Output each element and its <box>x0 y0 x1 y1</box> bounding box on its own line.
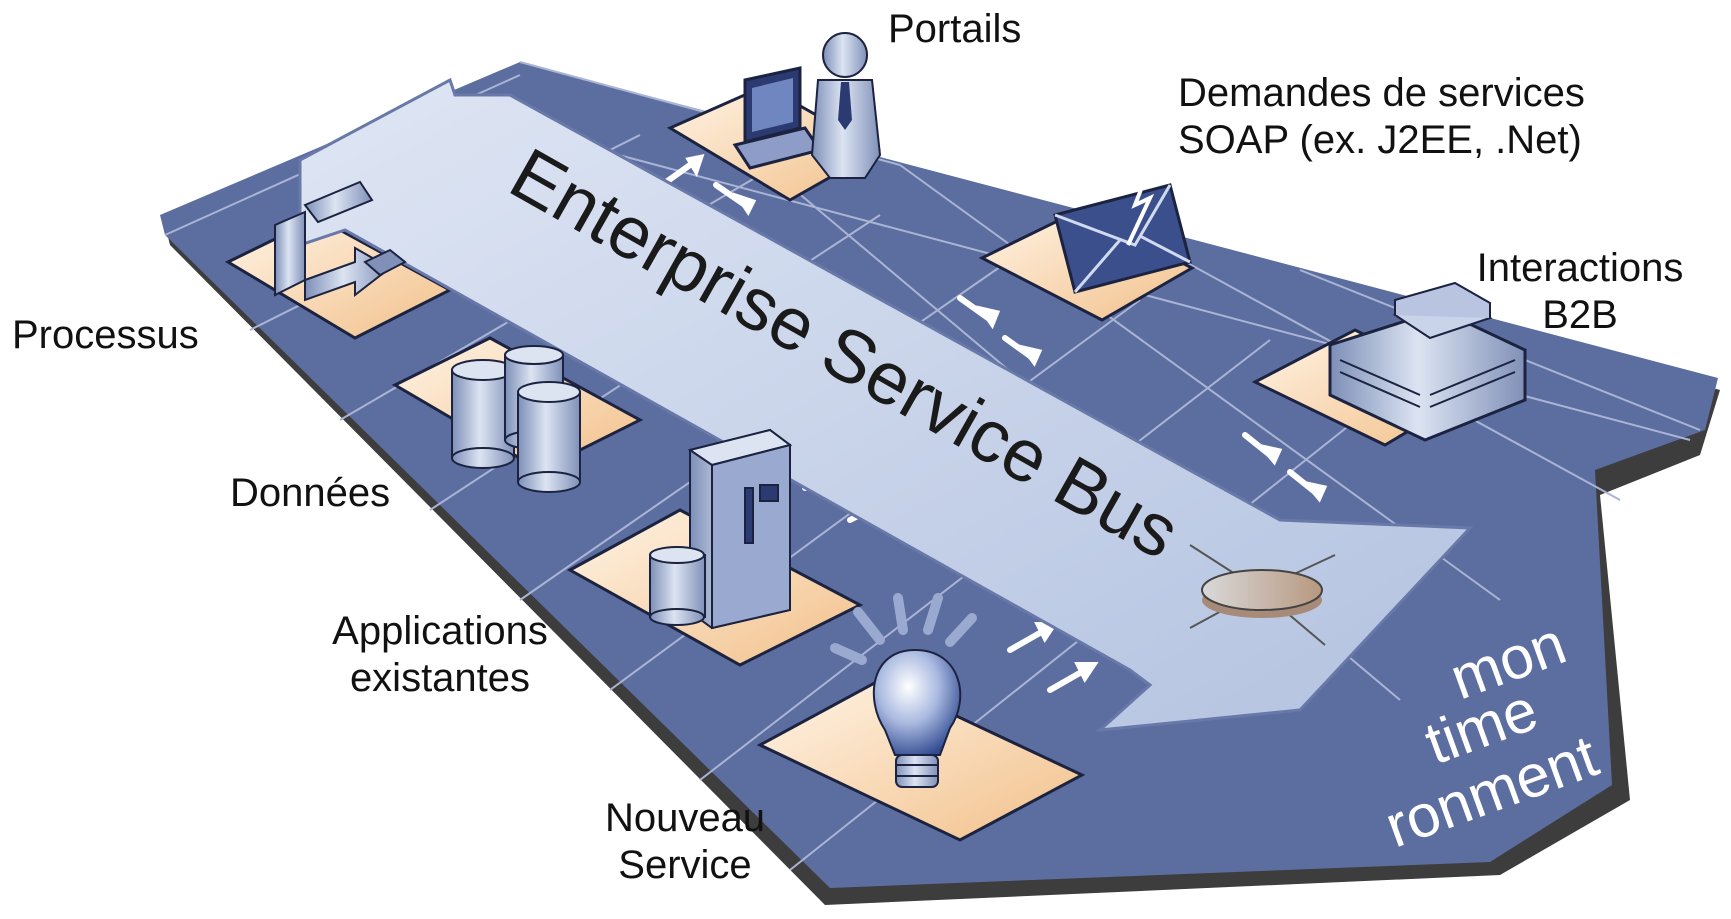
label-nouveau-line1: Nouveau <box>604 796 766 840</box>
label-applications-line2: existantes <box>349 656 531 701</box>
arrows-nouveau <box>1007 622 1099 693</box>
label-soap-line2: SOAP (ex. J2EE, .Net) <box>1178 118 1582 163</box>
routing-disc-icon <box>1189 544 1336 646</box>
server-icon <box>649 428 793 630</box>
label-nouveau: Nouveau Service <box>585 795 785 889</box>
service-bus-arrow <box>298 77 1474 732</box>
envelope-icon <box>1053 139 1192 294</box>
arrows-b2b <box>1242 432 1328 503</box>
label-b2b: Interactions B2B <box>1470 245 1690 339</box>
database-icon <box>451 345 581 493</box>
label-applications-line1: Applications <box>332 609 548 653</box>
label-portails: Portails <box>888 7 1022 51</box>
label-donnees: Données <box>230 471 391 515</box>
label-soap-line1: Demandes de services <box>1178 71 1585 115</box>
label-applications: Applications existantes <box>310 608 570 702</box>
label-soap: Demandes de services SOAP (ex. J2EE, .Ne… <box>1178 70 1585 164</box>
process-icon <box>274 180 407 302</box>
label-processus: Processus <box>12 313 199 357</box>
portal-user-laptop-icon <box>732 32 882 179</box>
arrows-soap <box>957 295 1043 367</box>
lightbulb-icon <box>830 593 977 788</box>
label-b2b-line2: B2B <box>1542 293 1618 338</box>
label-b2b-line1: Interactions <box>1476 246 1684 290</box>
building-icon <box>1328 281 1527 442</box>
label-nouveau-line2: Service <box>618 843 752 888</box>
